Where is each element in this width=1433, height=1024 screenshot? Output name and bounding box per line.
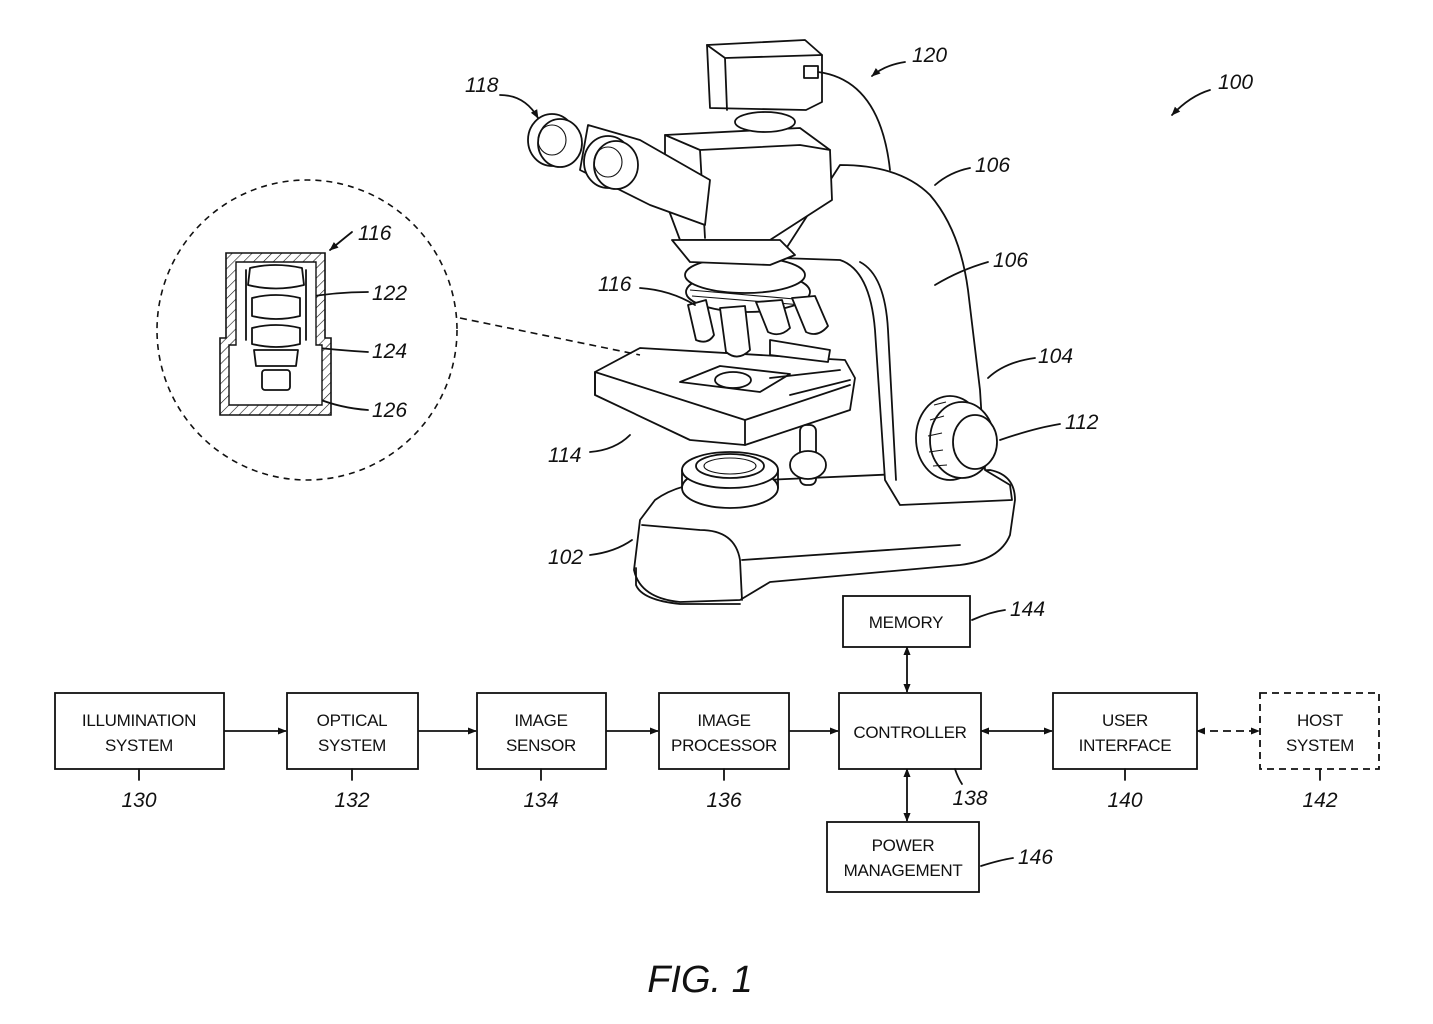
controller-line1: CONTROLLER xyxy=(853,723,966,742)
ref-132: 132 xyxy=(334,789,369,812)
block-diagram: ILLUMINATION SYSTEM 130 OPTICAL SYSTEM 1… xyxy=(54,595,1380,893)
ref-112: 112 xyxy=(1065,411,1099,434)
ref-146: 146 xyxy=(1018,846,1053,869)
ref-134: 134 xyxy=(523,789,558,812)
ref-114: 114 xyxy=(548,444,581,467)
objective-detail-inset xyxy=(156,179,458,481)
ref-102: 102 xyxy=(548,546,583,569)
block-illumination-system: ILLUMINATION SYSTEM 130 xyxy=(54,692,225,812)
ref-106-upper: 106 xyxy=(975,154,1010,177)
sensor-line1: IMAGE xyxy=(514,711,567,730)
ref-116-objective: 116 xyxy=(598,273,632,296)
sensor-line2: SENSOR xyxy=(506,736,576,755)
ref-106-lower: 106 xyxy=(993,249,1028,272)
optical-line1: OPTICAL xyxy=(317,711,388,730)
memory-line1: MEMORY xyxy=(869,613,943,632)
processor-line1: IMAGE xyxy=(697,711,750,730)
illumination-line1: ILLUMINATION xyxy=(82,711,196,730)
block-host-system: HOST SYSTEM 142 xyxy=(1259,692,1380,812)
ref-116-inset: 116 xyxy=(358,222,392,245)
reference-numerals: 100 120 118 106 106 116 104 112 114 102 … xyxy=(358,44,1253,569)
block-user-interface: USER INTERFACE 140 xyxy=(1052,692,1198,812)
microscope-drawing xyxy=(527,39,1016,605)
ref-122: 122 xyxy=(372,282,407,305)
ref-130: 130 xyxy=(121,789,156,812)
ref-138: 138 xyxy=(952,787,987,810)
block-power-management: POWER MANAGEMENT 146 xyxy=(826,821,1053,893)
illumination-line2: SYSTEM xyxy=(105,736,173,755)
block-image-processor: IMAGE PROCESSOR 136 xyxy=(658,692,790,812)
ref-104: 104 xyxy=(1038,345,1073,368)
host-line2: SYSTEM xyxy=(1286,736,1354,755)
ref-144: 144 xyxy=(1010,598,1045,621)
focus-knob xyxy=(915,395,998,481)
optical-line2: SYSTEM xyxy=(318,736,386,755)
power-line1: POWER xyxy=(872,836,935,855)
ref-126: 126 xyxy=(372,399,407,422)
ref-140: 140 xyxy=(1107,789,1142,812)
ui-line1: USER xyxy=(1102,711,1148,730)
eyepieces xyxy=(527,113,711,226)
ref-124: 124 xyxy=(372,340,407,363)
ref-100: 100 xyxy=(1218,71,1253,94)
ref-142: 142 xyxy=(1302,789,1337,812)
ref-136: 136 xyxy=(706,789,741,812)
ui-line2: INTERFACE xyxy=(1079,736,1172,755)
ref-118: 118 xyxy=(465,74,499,97)
figure-caption: FIG. 1 xyxy=(647,959,753,1001)
light-source-ring xyxy=(681,451,779,509)
processor-line2: PROCESSOR xyxy=(671,736,777,755)
block-image-sensor: IMAGE SENSOR 134 xyxy=(476,692,607,812)
ref-120: 120 xyxy=(912,44,947,67)
block-controller: CONTROLLER 138 xyxy=(838,692,988,810)
nosepiece-objectives xyxy=(684,256,829,358)
microscope-stage xyxy=(594,339,856,486)
block-optical-system: OPTICAL SYSTEM 132 xyxy=(286,692,419,812)
host-line1: HOST xyxy=(1297,711,1343,730)
block-memory: MEMORY 144 xyxy=(842,595,1045,648)
camera-module xyxy=(706,39,891,171)
power-line2: MANAGEMENT xyxy=(844,861,963,880)
